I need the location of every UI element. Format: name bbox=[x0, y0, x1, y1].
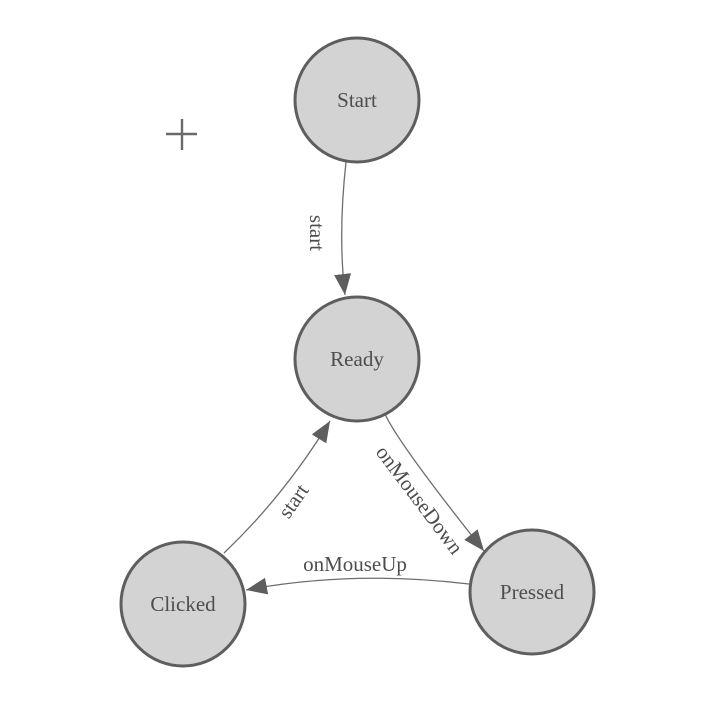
state-label: Clicked bbox=[150, 592, 216, 616]
transition-edge-start-to-ready[interactable]: start bbox=[305, 161, 352, 296]
edge-line[interactable] bbox=[384, 413, 485, 552]
edge-label-start: start bbox=[273, 479, 313, 523]
state-label: Ready bbox=[330, 347, 384, 371]
edge-label-start: start bbox=[305, 215, 329, 251]
edge-line[interactable] bbox=[223, 420, 331, 554]
transition-edge-clicked-to-ready[interactable]: start bbox=[223, 420, 331, 554]
edge-label-onmouseup: onMouseUp bbox=[303, 552, 407, 576]
state-label: Pressed bbox=[500, 580, 565, 604]
state-circle[interactable] bbox=[119, 540, 247, 668]
crosshair-cursor bbox=[166, 119, 197, 150]
transition-edge-ready-to-pressed[interactable]: onMouseDown bbox=[371, 413, 485, 559]
edge-label-onmousedown: onMouseDown bbox=[371, 441, 468, 559]
state-node-start[interactable]: Start bbox=[293, 36, 421, 164]
state-label: Start bbox=[337, 88, 377, 112]
edge-line[interactable] bbox=[334, 161, 352, 296]
state-node-clicked[interactable]: Clicked bbox=[119, 540, 247, 668]
transition-edge-pressed-to-clicked[interactable]: onMouseUp bbox=[245, 552, 470, 595]
edge-line[interactable] bbox=[245, 577, 470, 595]
state-node-pressed[interactable]: Pressed bbox=[468, 528, 596, 656]
state-circle[interactable] bbox=[468, 528, 596, 656]
state-node-ready[interactable]: Ready bbox=[293, 295, 421, 423]
state-circle[interactable] bbox=[293, 36, 421, 164]
state-circle[interactable] bbox=[293, 295, 421, 423]
